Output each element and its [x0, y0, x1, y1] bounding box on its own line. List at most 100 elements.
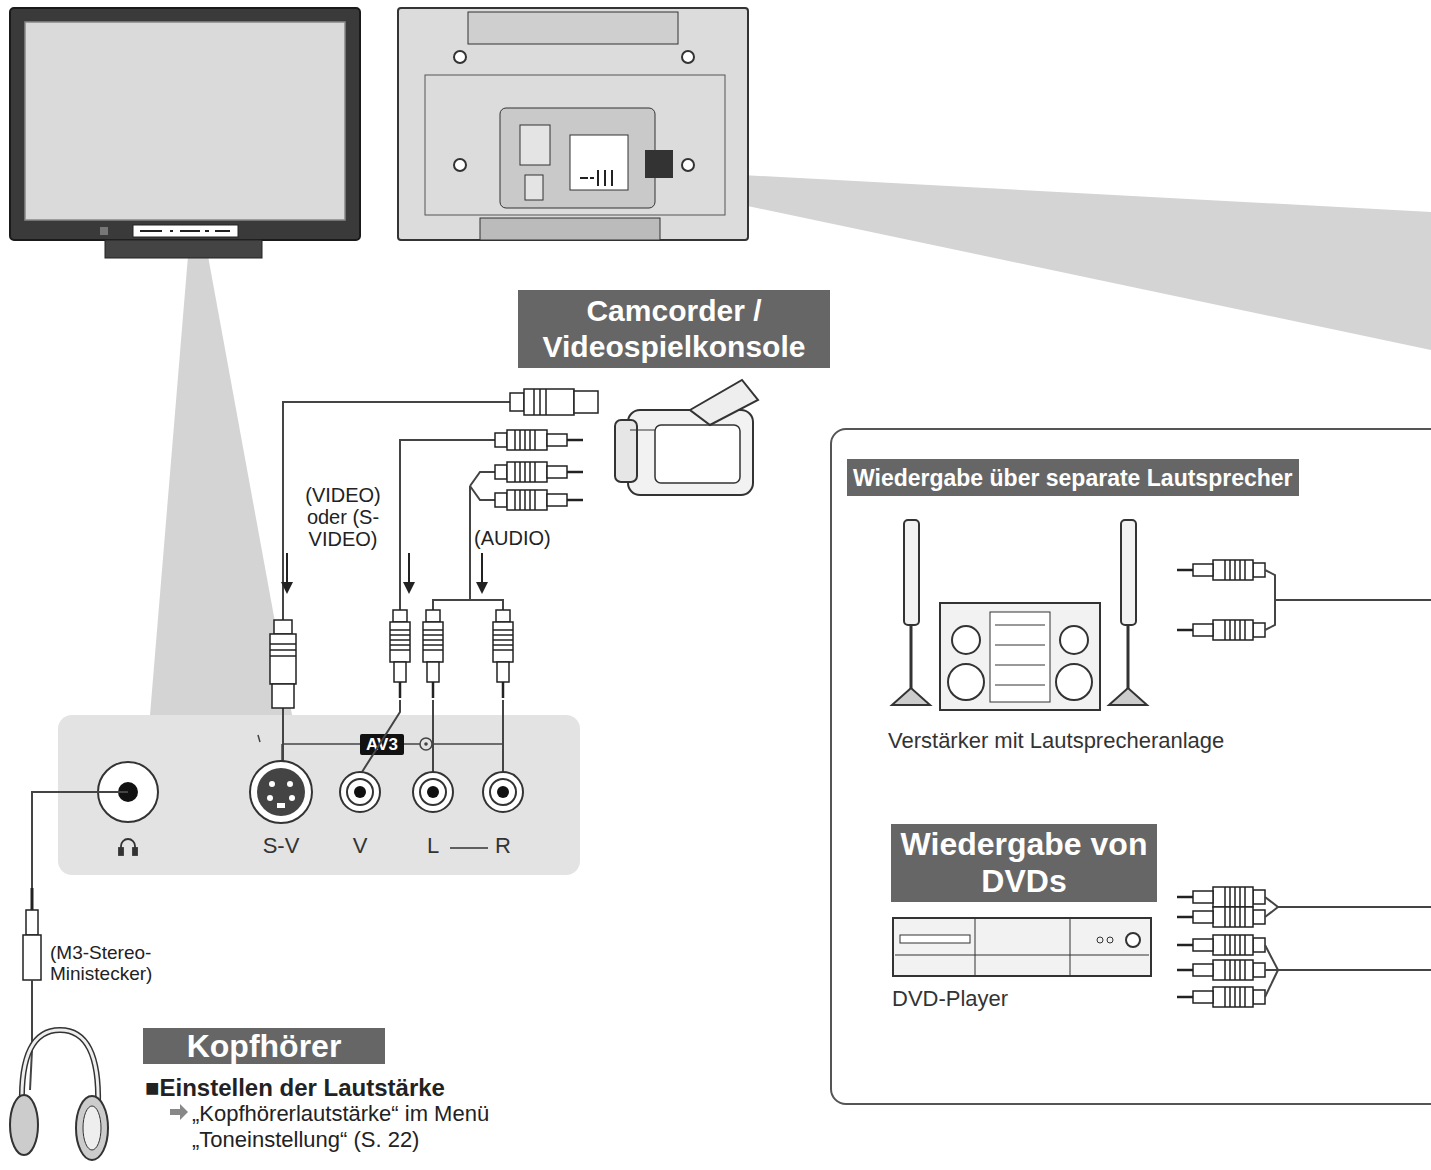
output-cables [1265, 570, 1431, 600]
dvd-player [893, 918, 1151, 976]
node-text: L [403, 833, 463, 859]
headphones-illustration [83, 1106, 101, 1150]
output-cables [1177, 935, 1265, 955]
av-plugs [270, 389, 598, 708]
node-text: Camcorder / Videospielkonsole [518, 293, 830, 365]
annotation-label: ■Einstellen der Lautstärke [145, 1074, 445, 1102]
output-cables [1177, 887, 1265, 907]
node-text: Verstärker mit Lautsprecheranlage [888, 728, 1224, 754]
tv-rear [520, 125, 550, 165]
av-plugs [270, 620, 296, 708]
output-cables [1265, 970, 1278, 997]
node-text: Wiedergabe über separate Lautsprecher [853, 464, 1293, 492]
dvd-player [900, 935, 970, 943]
output-cables [1265, 945, 1431, 970]
tv-rear [525, 175, 543, 200]
direction-arrow [281, 553, 488, 594]
group-box: Verstärker mit LautsprecheranlageDVD-Pla… [830, 428, 1431, 1105]
annotation-label: (M3-Stereo- Ministecker) [50, 942, 180, 984]
tv-front [105, 240, 262, 258]
tv-front [140, 230, 230, 232]
camcorder-illustration [615, 420, 637, 482]
dvd-player [975, 918, 976, 976]
av-plugs [493, 610, 513, 698]
headphones-illustration [76, 1096, 108, 1160]
headphones-illustration [22, 1030, 98, 1105]
output-cables [1265, 897, 1431, 907]
speaker-system [952, 626, 980, 654]
tv-front [25, 22, 345, 220]
speaker-system [1060, 626, 1088, 654]
output-cables [1265, 600, 1275, 630]
speaker-system [892, 688, 930, 705]
menu-arrow [170, 1109, 180, 1115]
output-cables [1265, 907, 1278, 917]
tv-rear [480, 218, 660, 240]
input-label-box: AV3 [360, 734, 404, 755]
tv-rear [398, 8, 748, 240]
headphones-illustration [10, 1030, 108, 1160]
av-plugs [390, 610, 410, 698]
av-cables [470, 486, 495, 500]
output-cables [1177, 960, 1265, 980]
annotation-label: (AUDIO) [474, 527, 551, 550]
av-cables [470, 600, 503, 610]
speaker-system [1109, 688, 1147, 705]
dvd-player [1097, 937, 1103, 943]
speaker-system [990, 612, 1050, 702]
camcorder-illustration [690, 380, 758, 425]
annotation-label: (VIDEO) oder (S-VIDEO) [287, 484, 399, 550]
tv-rear [682, 51, 694, 63]
camcorder-illustration [628, 410, 753, 495]
headphones-illustration [22, 1030, 98, 1105]
headphone-cable [31, 888, 34, 912]
tv-front [133, 225, 238, 237]
direction-arrow [286, 553, 288, 584]
output-cables [1265, 969, 1278, 971]
node-text: R [473, 833, 533, 859]
view-beam [150, 170, 1431, 715]
heading-band: Kopfhörer [143, 1028, 385, 1064]
speaker-system [910, 625, 913, 690]
tv-rear [682, 159, 694, 171]
node-text: S-V [251, 833, 311, 859]
view-beam [150, 256, 292, 715]
annotation-label: „Kopfhörerlautstärke“ im Menü „Toneinste… [192, 1101, 582, 1153]
connector-panel: S-VVLRAV3 [58, 715, 580, 875]
headphone-cable [30, 980, 32, 1090]
tv-front [10, 8, 360, 240]
av-plugs [423, 610, 443, 698]
dvd-player [1126, 933, 1140, 947]
tv-front [10, 8, 360, 258]
dvd-player [1070, 918, 1071, 976]
speaker-system [1121, 520, 1136, 625]
tv-rear [500, 108, 655, 208]
output-cables [1177, 987, 1265, 1007]
dvd-player [1107, 937, 1113, 943]
direction-arrow [476, 582, 488, 594]
camcorder-illustration [630, 430, 655, 431]
direction-arrow [403, 582, 415, 594]
tv-rear [454, 51, 466, 63]
av-cables [433, 486, 470, 610]
tv-front [100, 227, 108, 235]
heading-band: Wiedergabe von DVDs [891, 824, 1157, 902]
dvd-player [895, 955, 1149, 956]
node-text: Wiedergabe von DVDs [891, 826, 1157, 900]
output-cables [1177, 560, 1431, 1007]
speaker-system [1127, 625, 1130, 690]
speaker-system [1056, 664, 1092, 700]
headphones-illustration [10, 1095, 38, 1155]
tv-rear [425, 75, 725, 215]
speaker-system [892, 520, 1147, 710]
speaker-system [948, 664, 984, 700]
camcorder-illustration [655, 425, 740, 483]
speaker-system [995, 625, 1045, 685]
headphone-cable [26, 910, 38, 935]
tv-rear [570, 135, 628, 190]
node-text: Kopfhörer [187, 1028, 342, 1064]
node-text: DVD-Player [892, 986, 1008, 1012]
